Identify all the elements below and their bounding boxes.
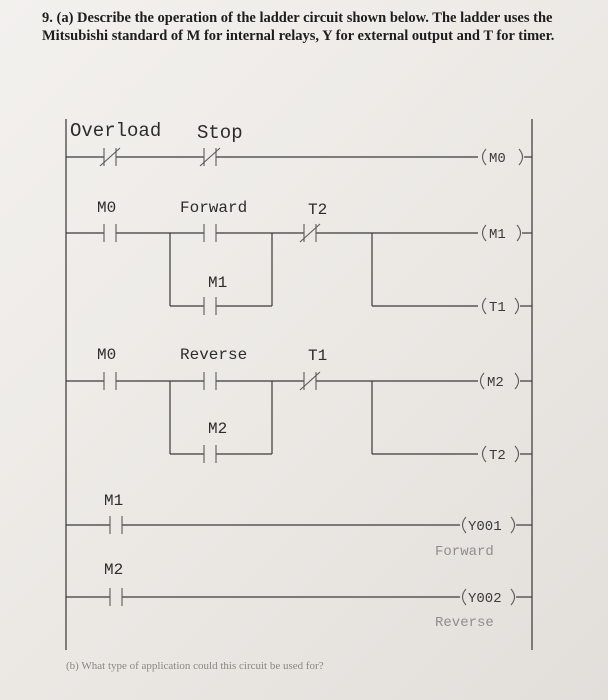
contact-t1-nc	[299, 371, 321, 391]
output-reverse-label: Reverse	[435, 615, 494, 631]
rung-5: M2 Y002 Reverse	[66, 561, 532, 631]
label-forward: Forward	[180, 199, 247, 217]
label-m1-seal: M1	[208, 274, 227, 292]
coil-y001: Y001	[468, 519, 502, 535]
contact-m1-no	[109, 516, 123, 534]
coil-m2: M2	[487, 375, 504, 391]
rung-3: M0 Reverse T1	[66, 346, 532, 464]
rung-4: M1 Y001 Forward	[66, 492, 532, 560]
rung-2: M0 Forward T2	[66, 199, 532, 316]
contact-m2-no	[109, 588, 123, 606]
rung-1: Overload Stop M0	[66, 120, 532, 167]
contact-overload-nc	[99, 147, 121, 167]
label-t2: T2	[308, 201, 327, 219]
question-part-a: 9. (a) Describe the operation of the lad…	[42, 10, 555, 44]
contact-t2-nc	[299, 223, 321, 243]
contact-reverse-no	[203, 372, 217, 390]
label-m1-out: M1	[104, 492, 123, 510]
contact-m0-no-b	[103, 372, 117, 390]
label-m2-seal: M2	[208, 420, 227, 438]
contact-m2-seal-no	[203, 445, 217, 463]
label-m0-b: M0	[97, 346, 116, 364]
coil-t1: T1	[489, 300, 506, 316]
label-overload: Overload	[70, 120, 161, 142]
contact-m0-no-a	[103, 224, 117, 242]
label-t1: T1	[308, 347, 327, 365]
contact-stop-nc	[199, 147, 221, 167]
label-m2-out: M2	[104, 561, 123, 579]
contact-forward-no	[203, 224, 217, 242]
coil-y002: Y002	[468, 591, 502, 607]
coil-m1: M1	[489, 227, 506, 243]
question-part-b: (b) What type of application could this …	[66, 660, 324, 672]
output-forward-label: Forward	[435, 544, 494, 560]
coil-t2: T2	[489, 448, 506, 464]
coil-m0: M0	[489, 151, 506, 167]
contact-m1-seal-no	[203, 297, 217, 315]
label-m0-a: M0	[97, 199, 116, 217]
label-reverse: Reverse	[180, 346, 247, 364]
label-stop: Stop	[197, 122, 243, 144]
